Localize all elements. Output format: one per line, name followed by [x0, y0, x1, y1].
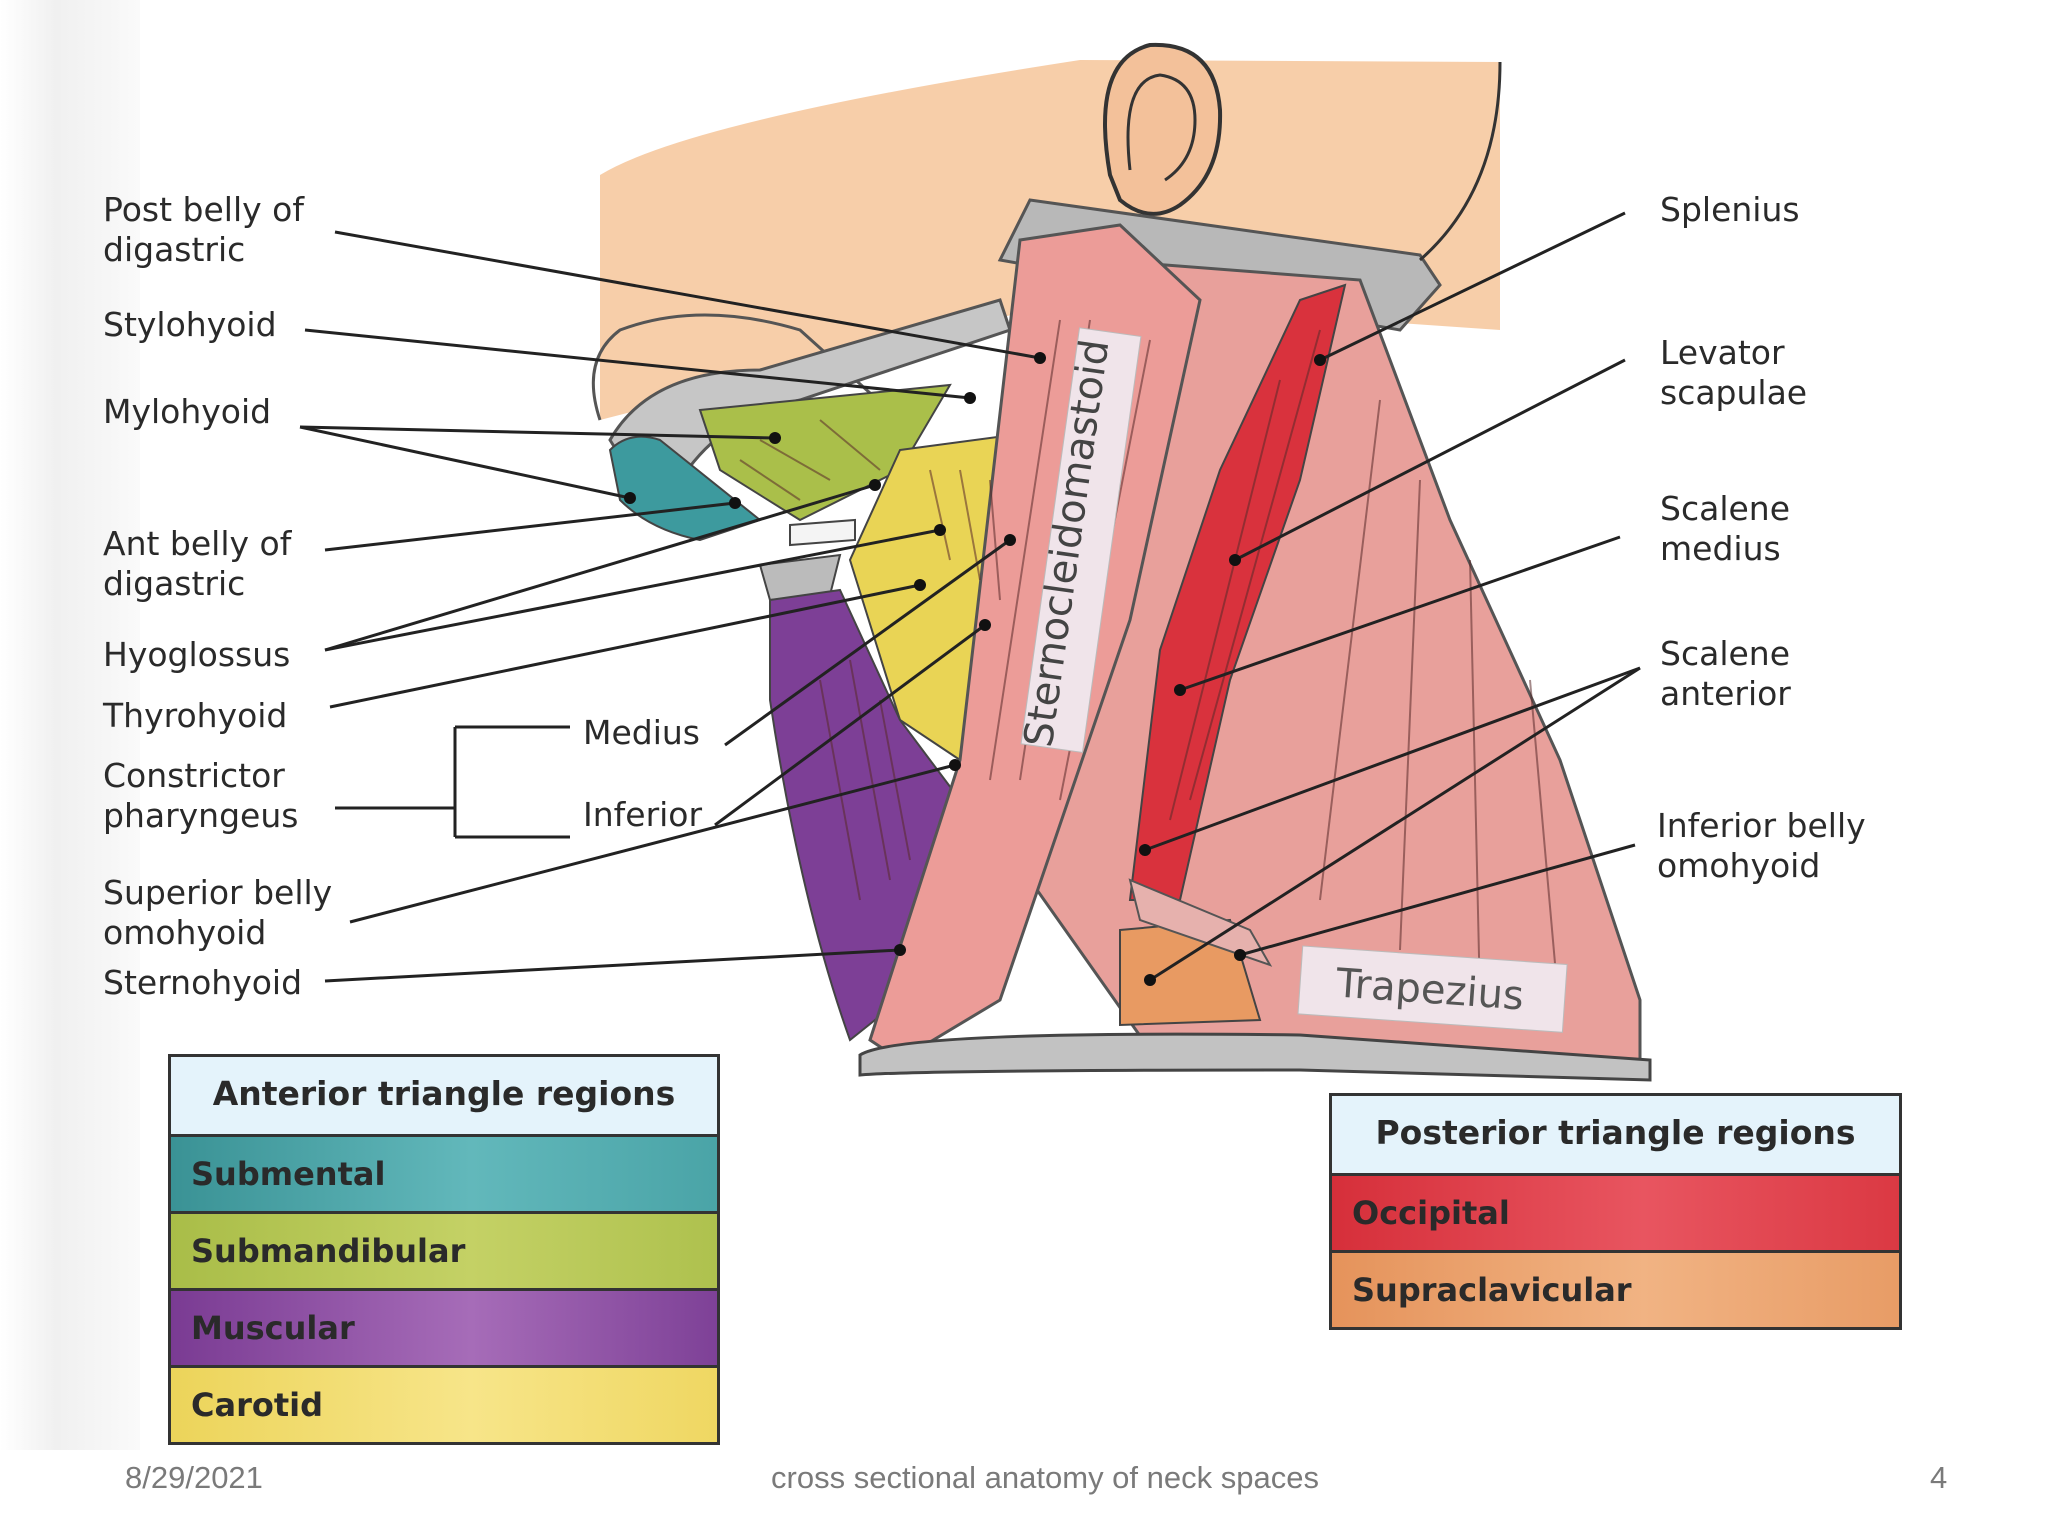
slide-left-shadow — [0, 0, 140, 1450]
label-post-belly-digastric: Post belly of digastric — [103, 190, 304, 269]
label-scalene-anterior: Scalene anterior — [1660, 634, 1791, 713]
jaw-outline — [591, 313, 902, 422]
omohyoid-band — [1128, 878, 1273, 967]
key-occipital: Occipital — [1332, 1173, 1899, 1250]
label-splenius: Splenius — [1660, 190, 1800, 229]
anterior-key-title: Anterior triangle regions — [171, 1057, 717, 1134]
footer-date: 8/29/2021 — [125, 1460, 263, 1495]
posterior-key-title: Posterior triangle regions — [1332, 1096, 1899, 1173]
label-thyrohyoid: Thyrohyoid — [103, 696, 288, 735]
label-superior-belly-omohyoid: Superior belly omohyoid — [103, 873, 333, 952]
hyoid — [789, 518, 856, 547]
label-medius: Medius — [583, 713, 700, 752]
clavicle — [858, 1032, 1652, 1082]
key-submandibular: Submandibular — [171, 1211, 717, 1288]
key-supraclavicular: Supraclavicular — [1332, 1250, 1899, 1327]
label-inferior-belly-omohyoid: Inferior belly omohyoid — [1657, 806, 1866, 885]
neck-back-outline — [1419, 61, 1502, 262]
posterior-triangle-key: Posterior triangle regions Occipital Sup… — [1329, 1093, 1902, 1330]
label-hyoglossus: Hyoglossus — [103, 635, 291, 674]
trapezius-label-box: Trapezius — [1297, 945, 1568, 1033]
label-sternohyoid: Sternohyoid — [103, 963, 303, 1002]
footer-page-number: 4 — [1930, 1460, 1948, 1495]
leader-lines — [299, 211, 1641, 983]
leader-dots — [624, 352, 1326, 986]
label-scalene-medius: Scalene medius — [1660, 489, 1791, 568]
ear — [1103, 42, 1223, 216]
muscle-fibers — [739, 319, 1561, 1021]
label-inferior: Inferior — [583, 795, 703, 834]
label-constrictor-pharyngeus: Constrictor pharyngeus — [103, 756, 299, 835]
label-levator-scapulae: Levator scapulae — [1660, 333, 1808, 412]
label-mylohyoid: Mylohyoid — [103, 392, 272, 431]
label-stylohyoid: Stylohyoid — [103, 305, 277, 344]
anterior-triangle-key: Anterior triangle regions Submental Subm… — [168, 1054, 720, 1445]
submandibular-region — [698, 383, 952, 522]
label-ant-belly-digastric: Ant belly of digastric — [103, 524, 292, 603]
footer-title: cross sectional anatomy of neck spaces — [771, 1460, 1319, 1495]
key-carotid: Carotid — [171, 1365, 717, 1442]
key-submental: Submental — [171, 1134, 717, 1211]
key-muscular: Muscular — [171, 1288, 717, 1365]
